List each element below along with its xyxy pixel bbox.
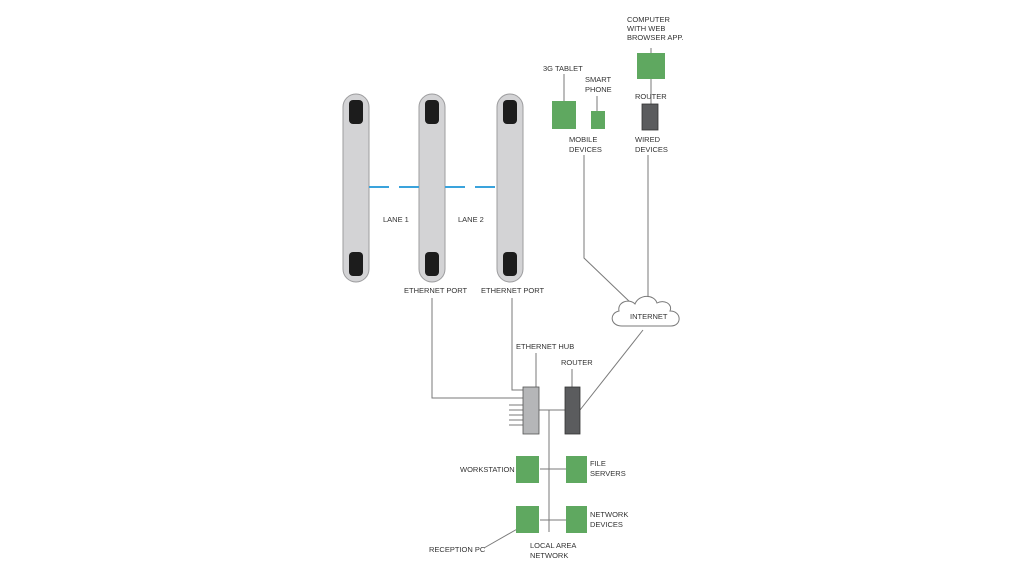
router-icon — [564, 386, 581, 435]
mobile-to-internet-line — [583, 155, 633, 305]
file-servers-label-line2: SERVERS — [590, 469, 626, 478]
network-devices-icon — [566, 506, 587, 533]
network-devices-label-line2: DEVICES — [590, 520, 623, 529]
ethernet-port-right-label: ETHERNET PORT — [481, 286, 544, 295]
computer-label-line3: BROWSER APP. — [627, 33, 684, 42]
smart-phone-label-line1: SMART — [585, 75, 612, 84]
lan-label-line1: LOCAL AREA — [530, 541, 576, 550]
reception-pc-leader — [483, 527, 520, 549]
ethernet-hub-label: ETHERNET HUB — [516, 342, 574, 351]
lan-label-line2: NETWORK — [530, 551, 568, 560]
workstation-icon — [516, 456, 539, 483]
workstation-label: WORKSTATION — [460, 465, 515, 474]
ethernet-hub-icon — [522, 386, 540, 435]
wired-devices-label-line1: WIRED — [635, 135, 661, 144]
wired-router-label: ROUTER — [635, 92, 667, 101]
port-right-to-hub-line — [511, 298, 523, 391]
network-devices-label-line1: NETWORK — [590, 510, 628, 519]
ethernet-port-left-label: ETHERNET PORT — [404, 286, 467, 295]
computer-label-line2: WITH WEB — [627, 24, 665, 33]
tablet-label: 3G TABLET — [543, 64, 583, 73]
gate-pillar-2 — [418, 93, 446, 283]
gate-pillar-3 — [496, 93, 524, 283]
router-label: ROUTER — [561, 358, 593, 367]
internet-cloud: INTERNET — [611, 295, 680, 327]
lane-2-label: LANE 2 — [458, 215, 484, 224]
smart-phone-icon — [591, 111, 605, 129]
reception-pc-label: RECEPTION PC — [429, 545, 486, 554]
gate-pillar-1 — [342, 93, 370, 283]
3g-tablet-icon — [552, 101, 576, 129]
computer-label-line1: COMPUTER — [627, 15, 671, 24]
file-servers-icon — [566, 456, 587, 483]
smart-phone-label-line2: PHONE — [585, 85, 612, 94]
mobile-devices-label-line2: DEVICES — [569, 145, 602, 154]
file-servers-label-line1: FILE — [590, 459, 606, 468]
port-left-to-hub-line — [431, 298, 523, 399]
connection-lines — [431, 48, 652, 549]
internet-label: INTERNET — [630, 312, 668, 321]
mobile-devices-label-line1: MOBILE — [569, 135, 597, 144]
lane-1-label: LANE 1 — [383, 215, 409, 224]
router-to-internet-line — [579, 329, 644, 411]
reception-pc-icon — [516, 506, 539, 533]
wired-devices-label-line2: DEVICES — [635, 145, 668, 154]
computer-icon — [637, 53, 665, 79]
wired-router-icon — [641, 103, 659, 131]
